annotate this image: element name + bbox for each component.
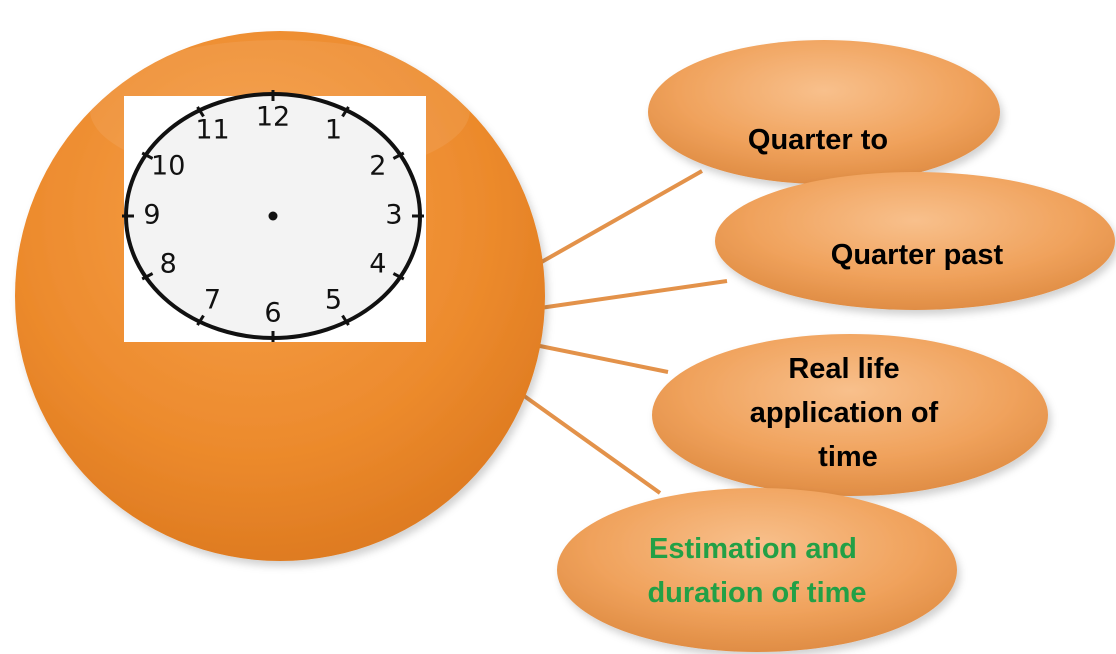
- clock-tick: [392, 151, 405, 160]
- topic-estimation: Estimation and duration of time: [557, 488, 957, 652]
- clock-tick: [392, 272, 405, 281]
- label-line: Estimation and: [649, 533, 857, 565]
- topic-quarter-to: Quarter to: [648, 40, 1000, 184]
- label-line: Real life: [788, 353, 899, 385]
- clock-tick: [141, 151, 154, 160]
- clock-number: 3: [385, 200, 402, 231]
- connector-quarter-past: [539, 279, 728, 310]
- clock-number: 6: [264, 298, 281, 329]
- connector-quarter-to: [537, 169, 703, 266]
- clock-ticks: [122, 90, 424, 342]
- bubble-estimation: [557, 488, 957, 652]
- clock-tick: [341, 106, 350, 118]
- clock-number: 5: [325, 284, 342, 315]
- label-estimation: Estimation and duration of time: [647, 533, 866, 609]
- clock-tick: [141, 272, 154, 281]
- label-line: Quarter to: [748, 124, 888, 156]
- clock-tick: [341, 314, 350, 326]
- label-quarter-to: Quarter to: [748, 124, 888, 156]
- bubble-quarter-to: [648, 40, 1000, 184]
- clock-number: 2: [369, 151, 386, 182]
- clock-tick: [196, 314, 205, 326]
- label-real-life: Real life application of time: [750, 353, 947, 473]
- topic-real-life: Real life application of time: [652, 334, 1048, 496]
- clock-center-dot: [268, 211, 278, 221]
- clock-number: 11: [195, 115, 229, 146]
- label-line: duration of time: [647, 577, 866, 609]
- label-line: time: [818, 441, 878, 473]
- topic-quarter-past: Quarter past: [715, 172, 1115, 310]
- clock-number: 8: [160, 249, 177, 280]
- clock-number: 7: [204, 284, 221, 315]
- clock-number: 4: [369, 249, 386, 280]
- clock-number: 9: [143, 200, 160, 231]
- bubble-real-life: [652, 334, 1048, 496]
- connectors: [518, 169, 728, 495]
- clock-number: 12: [256, 102, 290, 133]
- bubble-quarter-past: [715, 172, 1115, 310]
- clock-tick: [196, 106, 205, 118]
- clock-number: 10: [151, 151, 185, 182]
- clock-number: 1: [325, 115, 342, 146]
- connector-estimation: [518, 391, 662, 495]
- clock-image: 12 12 3 45 6 789 10 11: [122, 90, 426, 342]
- label-line: Quarter past: [831, 239, 1004, 271]
- label-quarter-past: Quarter past: [831, 239, 1004, 271]
- label-line: application of: [750, 397, 939, 429]
- connector-real-life: [534, 343, 669, 374]
- clock-numbers: 12 12 3 45 6 789 10 11: [143, 102, 402, 329]
